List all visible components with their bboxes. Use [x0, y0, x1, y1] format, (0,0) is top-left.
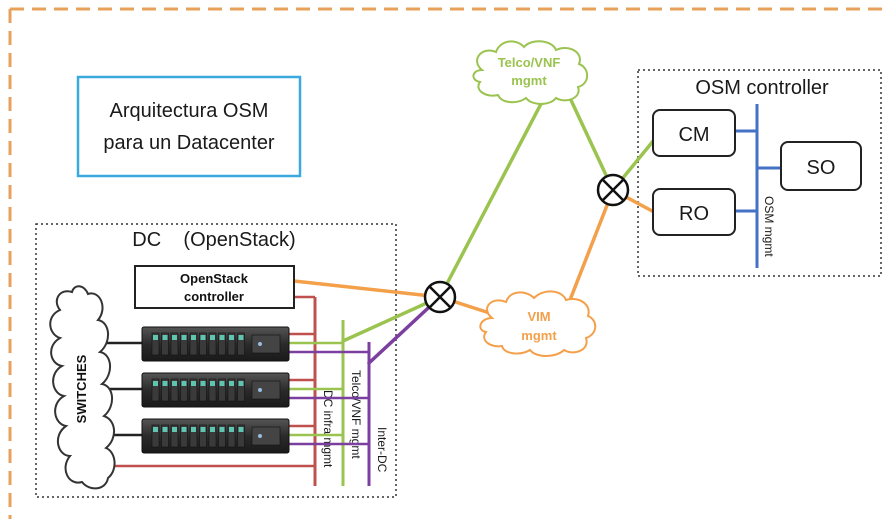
openstack-controller-box[interactable] — [134, 265, 295, 309]
switches-label: SWITCHES — [74, 354, 89, 423]
server-icon — [141, 326, 290, 362]
dc-internal-links — [100, 295, 369, 468]
switches-cloud: SWITCHES — [49, 285, 116, 490]
dc-box — [35, 223, 397, 498]
link-telco-to-switch-bottom — [438, 98, 545, 299]
title-line1: Arquitectura OSM — [110, 100, 269, 122]
openstack-controller-line2: controller — [184, 289, 244, 304]
osm-controller-label: OSM controller — [695, 77, 829, 99]
server-icon — [141, 372, 290, 408]
so-box[interactable] — [780, 141, 862, 191]
title-box — [76, 75, 302, 178]
osm-controller-box — [637, 69, 882, 277]
link-switch-to-telco-bus — [341, 295, 442, 343]
openstack-controller-line1: OpenStack — [180, 271, 249, 286]
telco-vnf-cloud: Telco/VNF mgmt — [472, 40, 589, 105]
servers — [141, 326, 290, 454]
link-telco-to-switch-top — [568, 96, 615, 192]
telco-cloud-line1: Telco/VNF — [498, 55, 561, 70]
link-openstack-to-switch — [292, 279, 442, 299]
vim-cloud: VIM mgmt — [479, 290, 597, 357]
network-switch-icon — [423, 280, 457, 314]
so-label: SO — [807, 157, 836, 179]
ro-label: RO — [679, 203, 709, 225]
network-switch-icon — [596, 173, 630, 207]
cm-box[interactable] — [652, 109, 736, 157]
vim-cloud-line2: mgmt — [521, 328, 557, 343]
connections — [292, 96, 656, 365]
dc-buses — [313, 297, 371, 486]
ro-box[interactable] — [652, 188, 736, 236]
telco-vnf-bus-label: Telco/VNF mgmt — [349, 370, 363, 459]
title-line2: para un Datacenter — [103, 132, 275, 154]
dc-infra-bus-label: DC infra mgmt — [321, 390, 335, 468]
dc-label: DC (OpenStack) — [132, 229, 295, 251]
osm-bus — [735, 104, 781, 268]
cm-label: CM — [678, 124, 709, 146]
link-vim-to-switch — [568, 188, 615, 302]
vim-cloud-line1: VIM — [527, 309, 550, 324]
inter-dc-bus-label: Inter-DC — [375, 427, 389, 473]
osm-bus-label: OSM mgmt — [762, 196, 776, 257]
outer-frame — [8, 7, 888, 519]
server-icon — [141, 418, 290, 454]
telco-cloud-line2: mgmt — [511, 73, 547, 88]
